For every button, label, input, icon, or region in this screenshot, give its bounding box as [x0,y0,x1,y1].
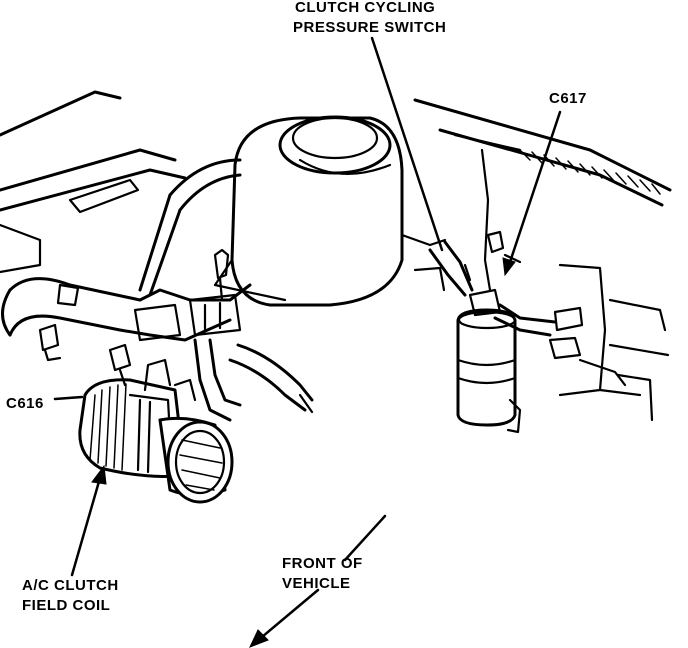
front-of-vehicle-label-line1: FRONT OF [282,555,363,572]
clutch-cycling-label-line2: PRESSURE SWITCH [293,19,446,36]
clutch-cycling-label-line1: CLUTCH CYCLING [295,0,435,16]
c617-label: C617 [549,90,587,107]
reservoir-dome [213,115,447,307]
ac-clutch-label-line1: A/C CLUTCH [22,577,119,594]
front-of-vehicle-label-line2: VEHICLE [282,575,351,592]
callout-leaders [53,36,562,648]
right-fender [413,98,672,422]
left-fender [0,90,187,274]
accumulator-canister [413,148,627,434]
ac-compressor [78,343,234,504]
c616-label: C616 [6,395,44,412]
refrigerant-hoses-left [1,158,252,362]
ac-clutch-label-line2: FIELD COIL [22,597,110,614]
manifold-fittings [133,248,314,422]
